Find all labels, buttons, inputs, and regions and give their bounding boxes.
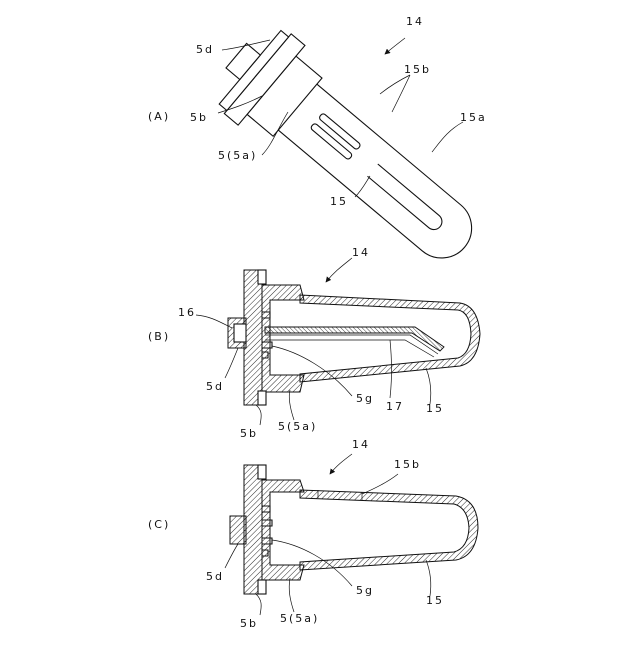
collar-5-5a-c (262, 480, 304, 580)
label-c-15b: 15b (394, 458, 421, 471)
leader-c-5b (256, 594, 261, 615)
panel-b: (B) 16 5d 5b 5(5a) 14 5g 17 15 (148, 246, 480, 440)
label-c-5g: 5g (356, 584, 374, 597)
leader-a-15a (432, 122, 463, 152)
tube-15-section-c (300, 490, 478, 570)
leader-c-15 (426, 560, 431, 596)
panel-c: (C) 5d 5b 5(5a) 14 15b 5g 15 (148, 438, 478, 630)
leader-b-15 (426, 368, 431, 404)
label-b-5g: 5g (356, 392, 374, 405)
label-c-5d: 5d (206, 570, 224, 583)
label-b-16: 16 (178, 306, 196, 319)
panel-b-label: (B) (148, 330, 170, 343)
leader-b-5-5a (289, 390, 294, 420)
label-a-14: 14 (406, 15, 424, 28)
label-b-14: 14 (352, 246, 370, 259)
label-c-14: 14 (352, 438, 370, 451)
leader-a-15b-2 (392, 75, 410, 112)
flange-5b-b (244, 270, 262, 405)
collar-5-5a-b (262, 285, 304, 392)
label-a-5-5a: 5(5a) (218, 149, 257, 162)
leader-c-5-5a (289, 578, 294, 612)
label-a-15a: 15a (460, 111, 487, 124)
label-a-5b: 5b (190, 111, 208, 124)
panel-a: (A) 5d 5b 5(5a) 14 (148, 15, 498, 287)
label-b-5-5a: 5(5a) (278, 420, 317, 433)
label-b-17: 17 (386, 400, 404, 413)
leader-b-5b (256, 405, 261, 425)
panel-c-label: (C) (148, 518, 170, 531)
label-b-5d: 5d (206, 380, 224, 393)
label-c-15: 15 (426, 594, 444, 607)
flange-5b-c (244, 465, 262, 594)
leader-c-15b (362, 474, 398, 494)
label-a-15b: 15b (404, 63, 431, 76)
label-a-5d: 5d (196, 43, 214, 56)
label-b-15: 15 (426, 402, 444, 415)
label-b-5b: 5b (240, 427, 258, 440)
label-a-15: 15 (330, 195, 348, 208)
label-c-5-5a: 5(5a) (280, 612, 319, 625)
arrow-b-14 (326, 258, 352, 282)
arrow-a-14 (385, 38, 405, 54)
arrow-c-14 (330, 454, 352, 474)
panel-a-label: (A) (148, 110, 170, 123)
nub-5d-c (230, 516, 246, 544)
label-c-5b: 5b (240, 617, 258, 630)
tube-15-section (300, 295, 480, 382)
leader-c-5d (225, 544, 238, 568)
leader-b-16 (196, 315, 232, 328)
leader-b-5d (225, 348, 238, 378)
